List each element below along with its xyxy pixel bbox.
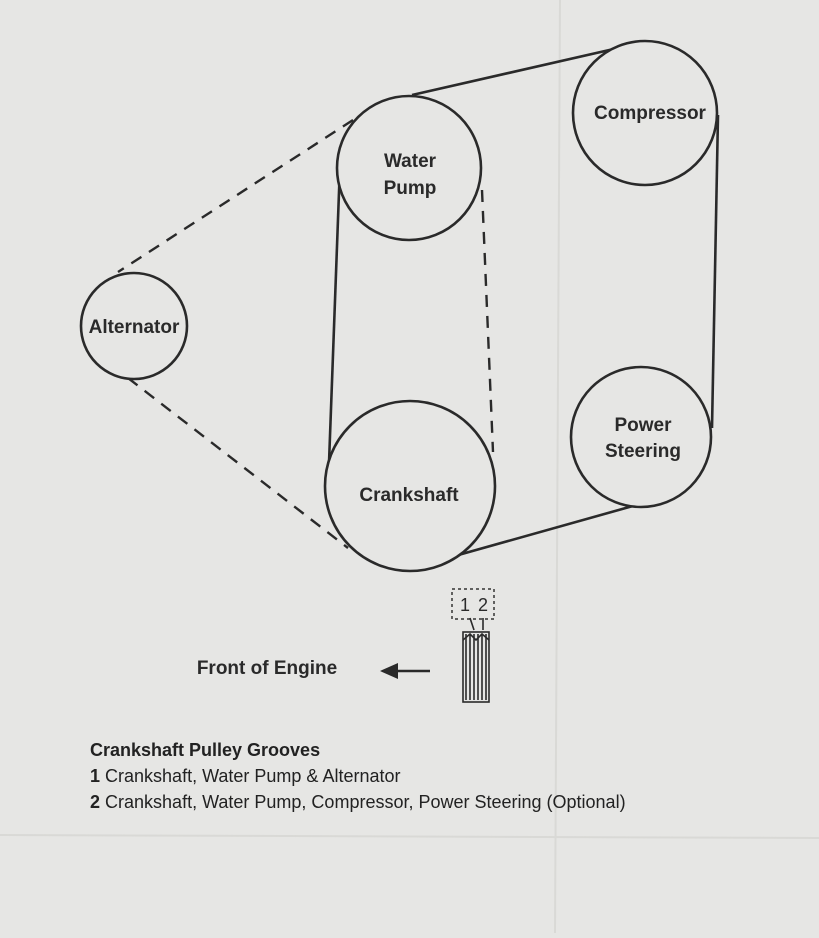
front-of-engine-label: Front of Engine: [197, 658, 337, 679]
belt-2-segment-crank-wp: [326, 164, 342, 491]
pulley-section-grooves: [462, 632, 490, 642]
belt-1-segment-wp-crank: [480, 189, 495, 453]
belt-2-solid: [326, 41, 720, 570]
water-pump-pulley: [335, 94, 483, 242]
belt-2-segment-comp-ps: [710, 114, 720, 429]
pulley-section-outline: [462, 631, 490, 703]
belt-1-segment-alt-crank: [127, 377, 349, 549]
legend-item-1-text: Crankshaft, Water Pump & Alternator: [105, 766, 401, 786]
legend-item-2: 2 Crankshaft, Water Pump, Compressor, Po…: [90, 789, 626, 815]
alternator-pulley: [79, 271, 189, 381]
groove-detail: 1 2: [451, 588, 495, 703]
power-steering-pulley: [569, 365, 713, 509]
compressor-pulley: [571, 39, 719, 187]
water-pump-label-line-1: Water: [384, 151, 437, 172]
paper-fold-horizontal: [0, 834, 819, 839]
legend-item-2-number: 2: [90, 792, 101, 812]
pulley-cross-section: [462, 631, 490, 703]
groove-number-1: 1: [460, 595, 470, 615]
legend-item-1: 1 Crankshaft, Water Pump & Alternator: [90, 763, 626, 789]
legend: Crankshaft Pulley Grooves 1 Crankshaft, …: [90, 737, 626, 815]
crankshaft-pulley: [323, 399, 497, 573]
alternator-label: Alternator: [89, 317, 180, 338]
legend-title: Crankshaft Pulley Grooves: [90, 740, 321, 760]
crankshaft-label: Crankshaft: [359, 485, 459, 506]
belt-2-segment-wp-comp: [411, 41, 641, 97]
compressor-label: Compressor: [594, 103, 707, 124]
groove-number-2: 2: [478, 595, 488, 615]
groove-1-pointer: [469, 617, 475, 631]
pulley-section-ribs: [465, 634, 487, 700]
groove-number-box: [451, 588, 495, 620]
belt-1-dashed: [117, 118, 495, 549]
legend-item-1-number: 1: [90, 766, 101, 786]
water-pump-label-line-2: Pump: [384, 178, 437, 199]
legend-item-2-text: Crankshaft, Water Pump, Compressor, Powe…: [105, 792, 626, 812]
belt-1-segment-wp-alt: [117, 118, 354, 274]
paper-fold-vertical: [554, 0, 561, 934]
front-arrow-icon: [380, 663, 430, 679]
power-steering-label-line-2: Steering: [605, 441, 681, 462]
power-steering-label-line-1: Power: [614, 415, 672, 436]
